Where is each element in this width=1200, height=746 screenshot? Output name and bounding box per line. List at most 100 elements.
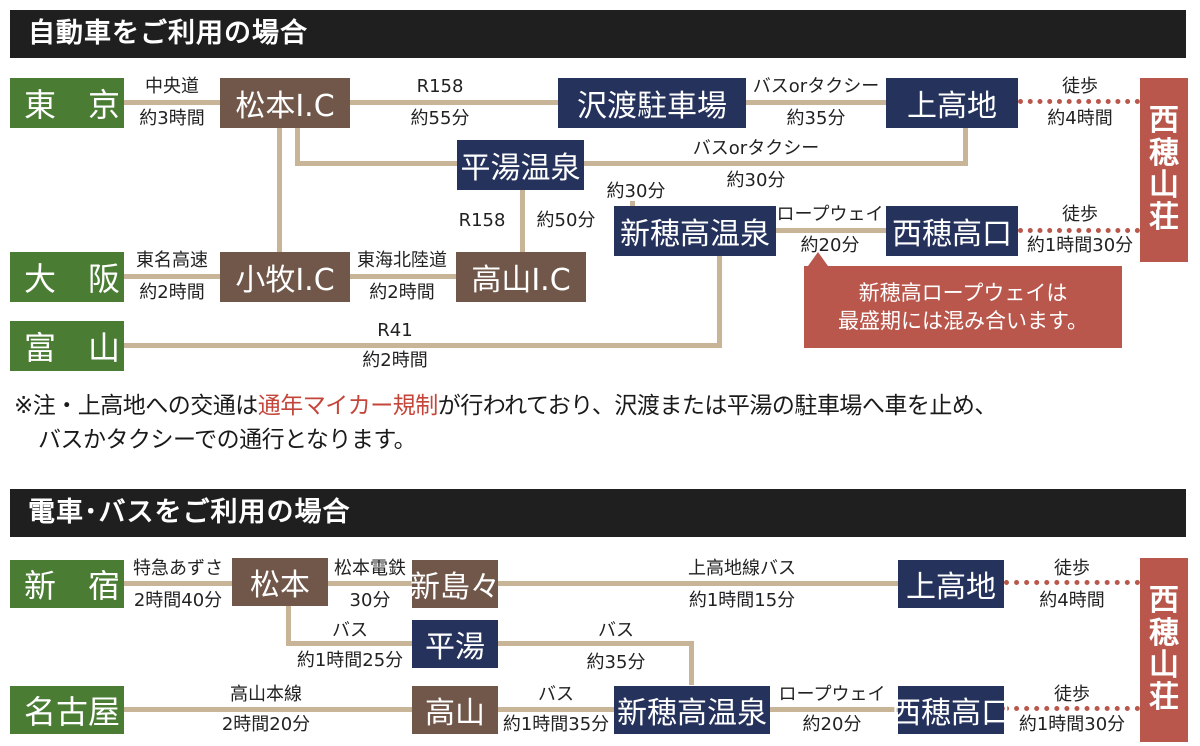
label-bus-1: バス xyxy=(330,620,370,641)
label-dentetsu-time: 30分 xyxy=(347,590,393,611)
node-shinshimashima: 新島々 xyxy=(410,560,500,608)
city-nagoya: 名古屋 xyxy=(10,686,124,734)
callout-arrow xyxy=(808,252,828,266)
destination-char-1: 西 xyxy=(1149,103,1179,139)
destination-train-char-3: 山 xyxy=(1149,648,1179,683)
label-bus-or-taxi-1: バスorタクシー xyxy=(750,76,882,97)
line-matsumoto-komaki-vertical xyxy=(277,128,282,252)
destination-char-3: 山 xyxy=(1149,168,1179,203)
label-walk-2: 徒歩 xyxy=(1060,204,1100,225)
label-r158: R158 xyxy=(414,76,466,97)
label-tomei-expressway: 東名高速 xyxy=(134,250,210,271)
line-matsumoto-hirayu-drop xyxy=(286,606,291,646)
label-sawando-time: 約55分 xyxy=(408,108,472,129)
line-to-hirayu xyxy=(295,161,457,166)
line-matsumoto-sawando xyxy=(350,100,558,105)
car-note-line-2: バスかタクシーでの通行となります。 xyxy=(38,427,417,453)
label-kamikochi-time: 約35分 xyxy=(784,108,848,129)
line-kamikochi-drop xyxy=(963,128,968,166)
label-bus-or-taxi-2: バスorタクシー xyxy=(690,138,822,159)
walk-line-nishihotakaguchi-hut xyxy=(1018,228,1140,233)
destination-train-char-2: 穂 xyxy=(1149,615,1179,651)
label-tokyo-time: 約3時間 xyxy=(137,108,207,129)
label-r41: R41 xyxy=(375,320,415,341)
node-matsumoto-ic: 松本I.C xyxy=(220,78,350,128)
walk-line-kamikochi-hut xyxy=(1018,99,1140,104)
label-hirayu-kamikochi-time: 約30分 xyxy=(724,170,788,191)
car-note-line-1: ※注・上高地への交通は通年マイカー規制が行われており、沢渡または平湯の駐車場へ車… xyxy=(14,386,997,420)
label-train-ropeway-time: 約20分 xyxy=(800,714,864,735)
node-hirayu-onsen: 平湯温泉 xyxy=(457,140,584,190)
label-bus-1-time: 約1時間25分 xyxy=(294,650,406,671)
destination-train-char-1: 西 xyxy=(1149,583,1179,619)
label-bus-3: バス xyxy=(536,684,576,705)
label-takayama-line-time: 2時間20分 xyxy=(219,714,313,735)
node-kamikochi: 上高地 xyxy=(886,78,1018,128)
node-kamikochi-train: 上高地 xyxy=(898,560,1004,608)
label-shinjuku-time: 2時間40分 xyxy=(131,590,225,611)
line-takayama-shinhotaka xyxy=(498,707,614,712)
label-train-ropeway: ロープウェイ xyxy=(776,684,888,705)
label-walk-time-1: 約4時間 xyxy=(1045,108,1115,129)
label-ropeway: ロープウェイ xyxy=(774,204,886,225)
destination-nishiho-sanso-train: 西 穂 山 荘 xyxy=(1140,558,1188,742)
ropeway-crowd-callout: 新穂高ロープウェイは 最盛期には混み合います。 xyxy=(804,266,1122,348)
label-osaka-time: 約2時間 xyxy=(137,282,207,303)
line-tokyo-matsumoto xyxy=(124,100,220,105)
label-hirayu-shinhotaka-time: 約30分 xyxy=(604,181,668,202)
node-shinhotaka-onsen: 新穂高温泉 xyxy=(614,206,776,256)
destination-char-4: 荘 xyxy=(1149,200,1179,236)
label-train-walk-time-1: 約4時間 xyxy=(1037,590,1107,611)
label-train-walk-2: 徒歩 xyxy=(1052,684,1092,705)
label-walk-time-2: 約1時間30分 xyxy=(1024,235,1136,256)
node-nishihotakaguchi: 西穂高口 xyxy=(886,206,1018,256)
node-hirayu: 平湯 xyxy=(412,620,498,668)
train-section-header: 電車･バスをご利用の場合 xyxy=(10,489,1186,537)
label-bus-2-time: 約35分 xyxy=(584,652,648,673)
walk-line-kamikochi-hut-train xyxy=(1004,580,1140,585)
line-hirayu-kamikochi xyxy=(584,161,968,166)
line-hirayu-shinhotaka xyxy=(498,641,694,646)
city-osaka: 大 阪 xyxy=(10,252,124,302)
label-takayama-hirayu-time: 約50分 xyxy=(534,210,598,231)
line-matsumoto-hirayu-drop xyxy=(295,128,300,166)
line-toyama-vertical xyxy=(717,256,722,348)
city-tokyo: 東 京 xyxy=(10,78,124,128)
note-text-2: が行われており、沢渡または平湯の駐車場へ車を止め、 xyxy=(437,393,998,419)
label-train-walk-time-2: 約1時間30分 xyxy=(1016,714,1128,735)
label-bus-2: バス xyxy=(596,620,636,641)
line-komaki-takayama xyxy=(350,274,456,279)
label-takayama-line: 高山本線 xyxy=(228,684,304,705)
label-dentetsu: 松本電鉄 xyxy=(332,558,408,579)
line-shinhotaka-nishihotakaguchi xyxy=(776,228,886,233)
node-shinhotaka-onsen-train: 新穂高温泉 xyxy=(614,686,770,734)
line-matsumoto-hirayu xyxy=(286,641,412,646)
node-sawando-parking: 沢渡駐車場 xyxy=(558,78,746,128)
label-azusa: 特急あずさ xyxy=(131,558,225,579)
city-toyama: 富 山 xyxy=(10,321,124,371)
city-shinjuku: 新 宿 xyxy=(10,560,124,608)
node-takayama-ic: 高山I.C xyxy=(456,252,586,302)
node-nishihotakaguchi-train: 西穂高口 xyxy=(891,686,1011,734)
note-text-1: ※注・上高地への交通は xyxy=(14,393,258,419)
node-matsumoto: 松本 xyxy=(232,558,328,606)
walk-line-nishihotakaguchi-hut-train xyxy=(1004,706,1140,711)
label-kamikochi-bus: 上高地線バス xyxy=(686,558,798,579)
line-sawando-kamikochi xyxy=(746,100,886,105)
destination-train-char-4: 荘 xyxy=(1149,680,1179,716)
line-osaka-komaki xyxy=(124,274,220,279)
label-komaki-takayama-time: 約2時間 xyxy=(367,282,437,303)
destination-nishiho-sanso: 西 穂 山 荘 xyxy=(1140,78,1188,262)
note-highlight: 通年マイカー規制 xyxy=(257,393,439,419)
label-ropeway-time: 約20分 xyxy=(798,235,862,256)
label-r158-b: R158 xyxy=(456,210,508,231)
node-komaki-ic: 小牧I.C xyxy=(220,252,350,302)
label-walk-1: 徒歩 xyxy=(1060,76,1100,97)
car-section-header: 自動車をご利用の場合 xyxy=(10,10,1186,58)
line-hirayu-shinhotaka-drop xyxy=(689,641,694,685)
line-shinshimashima-kamikochi xyxy=(498,581,898,586)
label-chuo-expressway: 中央道 xyxy=(143,76,201,97)
label-train-walk-1: 徒歩 xyxy=(1052,558,1092,579)
label-bus-3-time: 約1時間35分 xyxy=(500,714,612,735)
label-kamikochi-bus-time: 約1時間15分 xyxy=(686,590,798,611)
